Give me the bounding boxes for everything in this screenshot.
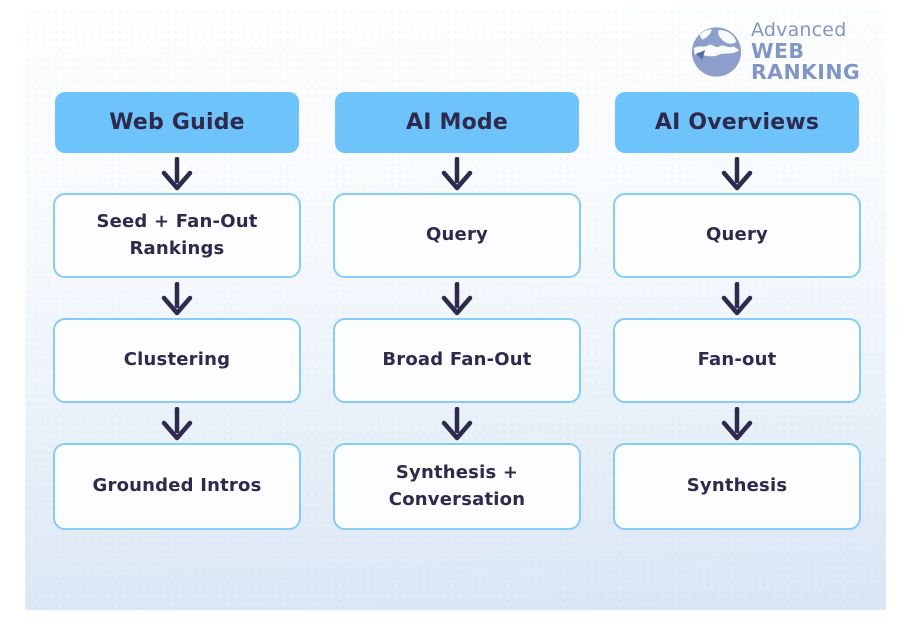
logo-text-advanced: Advanced <box>751 19 847 41</box>
logo-text-web-ranking: WEB RANKING <box>751 38 861 85</box>
flow-box-synthesis: Synthesis <box>613 443 861 530</box>
column-web-guide: Web Guide Seed + Fan-Out Rankings Cluste… <box>53 0 301 629</box>
flow-box-clustering: Clustering <box>53 318 301 403</box>
arrow-down-icon <box>718 157 756 192</box>
arrow-down-icon <box>158 282 196 317</box>
column-header-ai-mode: AI Mode <box>335 92 579 153</box>
arrow-down-icon <box>438 157 476 192</box>
flow-box-grounded-intros: Grounded Intros <box>53 443 301 530</box>
arrow-down-icon <box>718 282 756 317</box>
flow-box-seed-fan-out-rankings: Seed + Fan-Out Rankings <box>53 193 301 278</box>
column-ai-mode: AI Mode Query Broad Fan-Out Synthesis + … <box>333 0 581 629</box>
flow-box-synthesis-conversation: Synthesis + Conversation <box>333 443 581 530</box>
logo-text: Advanced WEB RANKING <box>751 19 912 85</box>
column-ai-overviews: AI Overviews Query Fan-out Synthesis <box>613 0 861 629</box>
arrow-down-icon <box>158 157 196 192</box>
flow-box-fan-out: Fan-out <box>613 318 861 403</box>
advanced-web-ranking-logo: Advanced WEB RANKING <box>690 19 912 85</box>
globe-icon <box>691 27 742 78</box>
column-header-ai-overviews: AI Overviews <box>615 92 859 153</box>
arrow-down-icon <box>718 407 756 442</box>
arrow-down-icon <box>438 407 476 442</box>
flow-box-ai-overviews-query: Query <box>613 193 861 278</box>
flow-box-ai-mode-query: Query <box>333 193 581 278</box>
arrow-down-icon <box>438 282 476 317</box>
column-header-web-guide: Web Guide <box>55 92 299 153</box>
arrow-down-icon <box>158 407 196 442</box>
flow-box-broad-fan-out: Broad Fan-Out <box>333 318 581 403</box>
